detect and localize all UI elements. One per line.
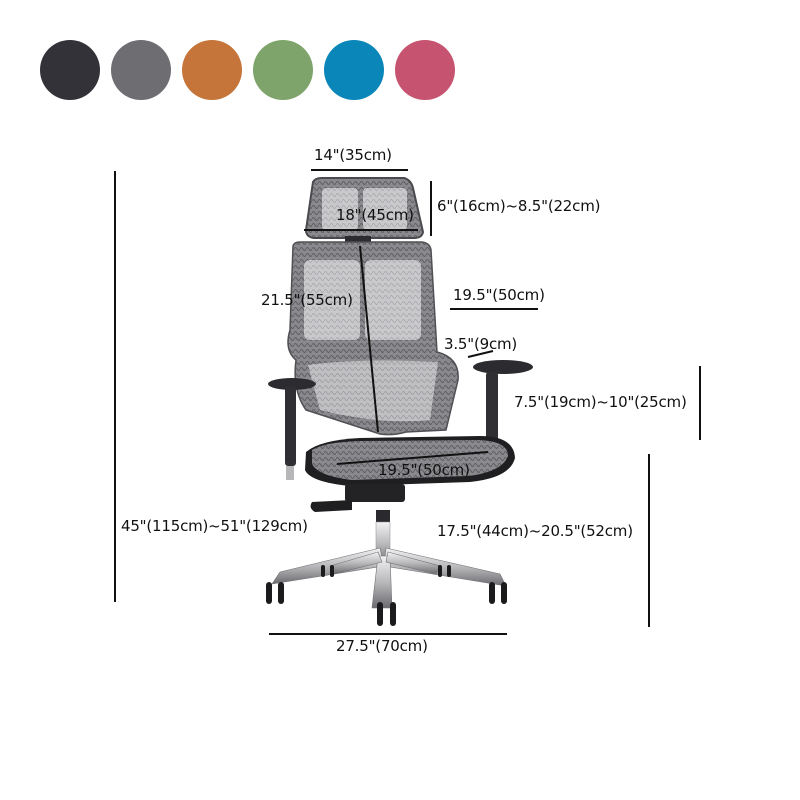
base-width-line [269, 633, 507, 635]
color-swatch-orange[interactable] [182, 40, 242, 100]
base-width-label: 27.5"(70cm) [336, 637, 428, 655]
casters [266, 565, 507, 626]
armrest-span-label: 19.5"(50cm) [453, 286, 545, 304]
headrest-height-line [430, 181, 432, 236]
headrest-height-label: 6"(16cm)~8.5"(22cm) [437, 197, 601, 215]
total-height-line [114, 171, 116, 602]
backrest-height-label: 21.5"(55cm) [261, 291, 353, 309]
armrest-span-line [450, 308, 538, 310]
color-swatch-blue[interactable] [324, 40, 384, 100]
backrest [287, 241, 459, 436]
seat-height-line [648, 454, 650, 627]
seat [305, 436, 515, 486]
seat-width-label: 19.5"(50cm) [378, 461, 470, 479]
color-swatch-gray[interactable] [111, 40, 171, 100]
armrest-height-line [699, 366, 701, 440]
color-swatch-black[interactable] [40, 40, 100, 100]
armrest-height-label: 7.5"(19cm)~10"(25cm) [514, 393, 687, 411]
seat-height-label: 17.5"(44cm)~20.5"(52cm) [437, 522, 633, 540]
armrest-pad-label: 3.5"(9cm) [444, 335, 518, 353]
total-height-label: 45"(115cm)~51"(129cm) [121, 517, 308, 535]
right-armrest [473, 360, 533, 446]
headrest-width-line [311, 169, 408, 171]
color-swatch-pink[interactable] [395, 40, 455, 100]
color-swatch-green[interactable] [253, 40, 313, 100]
chair-base [271, 547, 507, 609]
left-armrest [268, 378, 316, 480]
headrest [304, 177, 425, 246]
headrest-width-label: 14"(35cm) [314, 146, 392, 164]
backrest-width-label: 18"(45cm) [336, 206, 414, 224]
